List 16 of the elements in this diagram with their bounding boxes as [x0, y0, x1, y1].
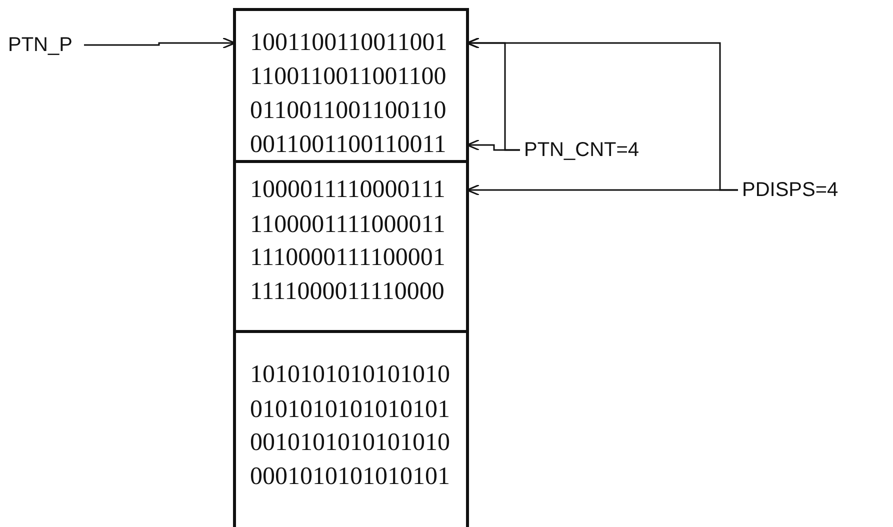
bit-pattern-row: 0110011001100110 — [236, 94, 466, 128]
bit-pattern-row: 1100001111000011 — [236, 208, 466, 242]
bit-pattern-row: 1000011110000111 — [236, 173, 466, 207]
bit-pattern-row: 0101010101010101 — [236, 393, 466, 427]
memory-column — [233, 8, 469, 527]
bit-pattern-row: 1100110011001100 — [236, 60, 466, 94]
bit-pattern-row: 0010101010101010 — [236, 426, 466, 460]
bit-pattern-row: 1110000111100001 — [236, 241, 466, 275]
register-label: PTN_P — [8, 31, 80, 59]
bit-pattern-row: 1111000011110000 — [236, 275, 466, 309]
bit-pattern-row: 1010101010101010 — [236, 358, 466, 392]
register-label: PTN_CNT=4 — [524, 136, 640, 164]
bit-pattern-row: 0001010101010101 — [236, 460, 466, 494]
bit-pattern-row: 0011001100110011 — [236, 128, 466, 162]
bit-pattern-row: 1001100110011001 — [236, 26, 466, 60]
register-label: PDISPS=4 — [742, 176, 842, 204]
